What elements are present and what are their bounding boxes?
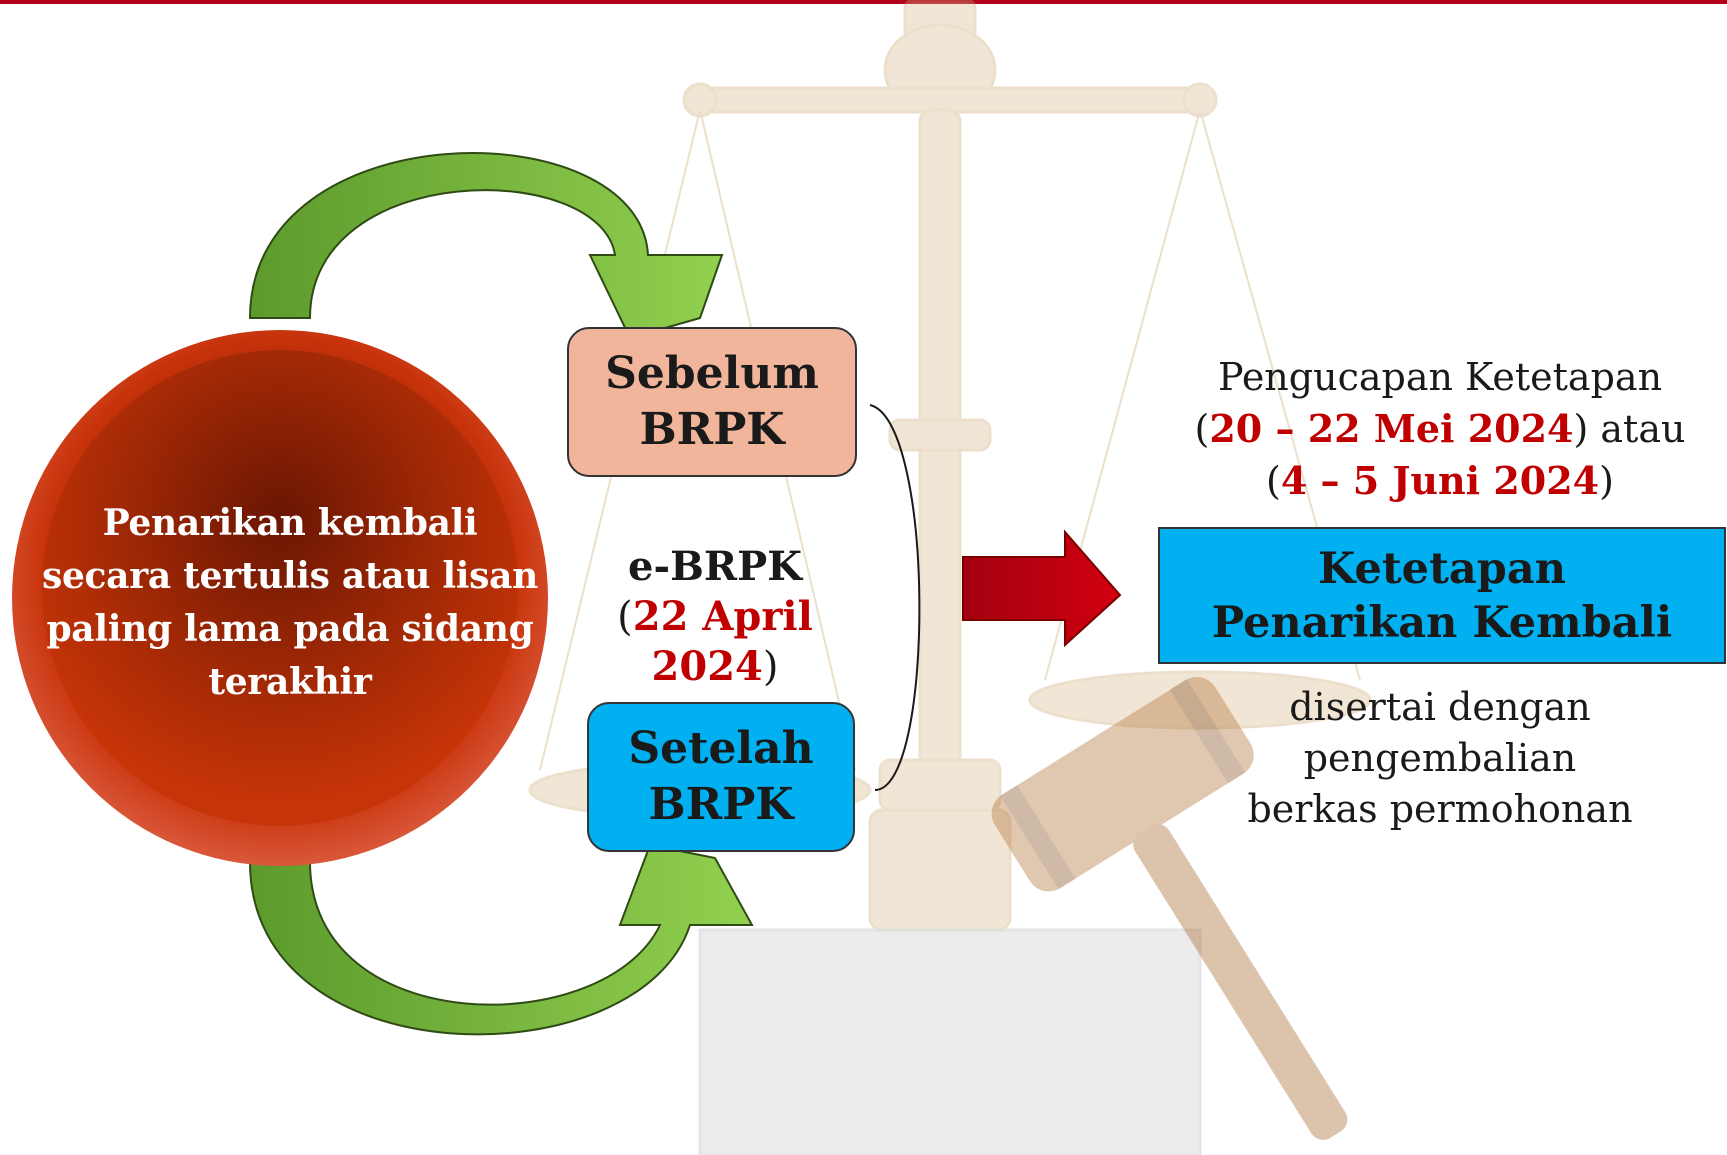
pengucapan-date-1: 20 – 22 Mei 2024 [1209, 406, 1574, 451]
disertai-line-2: berkas permohonan [1247, 787, 1633, 831]
ebrpk-date-line: (22 April 2024) [617, 593, 813, 690]
red-right-arrow-icon [962, 529, 1122, 648]
after-box-line-1: Setelah [628, 723, 814, 774]
gavel-icon [991, 677, 1348, 1140]
pengucapan-line-1: Pengucapan Ketetapan [1217, 355, 1663, 399]
pengucapan-line-3: (4 – 5 Juni 2024) [1266, 458, 1614, 503]
before-box-line-2: BRPK [639, 404, 785, 455]
before-box-line-1: Sebelum [605, 348, 819, 399]
circle-line-2: secara tertulis atau lisan [41, 555, 538, 597]
scales-of-justice-icon [528, 0, 1372, 1155]
bracket-connector [869, 404, 921, 791]
ketetapan-line-1: Ketetapan [1318, 543, 1566, 594]
disertai-line-1: disertai dengan pengembalian [1289, 685, 1591, 780]
ebrpk-date: 22 April 2024 [632, 593, 813, 690]
before-brpk-box: Sebelum BRPK [567, 327, 857, 477]
curved-green-arrow-top-icon [248, 152, 724, 340]
ebrpk-label: e-BRPK (22 April 2024) [560, 542, 870, 692]
pengucapan-line-2: (20 – 22 Mei 2024) atau [1194, 406, 1686, 451]
curved-green-arrow-bottom-icon [248, 843, 754, 1036]
after-brpk-box: Setelah BRPK [587, 702, 855, 852]
circle-label: Penarikan kembali secara tertulis atau l… [40, 497, 540, 709]
ketetapan-line-2: Penarikan Kembali [1211, 597, 1673, 648]
circle-line-3: paling lama pada sidang [46, 608, 534, 650]
ebrpk-title: e-BRPK [628, 543, 802, 590]
pengucapan-text: Pengucapan Ketetapan (20 – 22 Mei 2024) … [1180, 352, 1700, 507]
disertai-text: disertai dengan pengembalian berkas perm… [1150, 682, 1727, 835]
circle-line-1: Penarikan kembali [102, 502, 478, 544]
circle-line-4: terakhir [208, 661, 372, 703]
pengucapan-date-2: 4 – 5 Juni 2024 [1280, 458, 1600, 503]
top-accent-bar [0, 0, 1727, 4]
after-box-line-2: BRPK [648, 779, 794, 830]
ketetapan-box: Ketetapan Penarikan Kembali [1158, 527, 1726, 664]
